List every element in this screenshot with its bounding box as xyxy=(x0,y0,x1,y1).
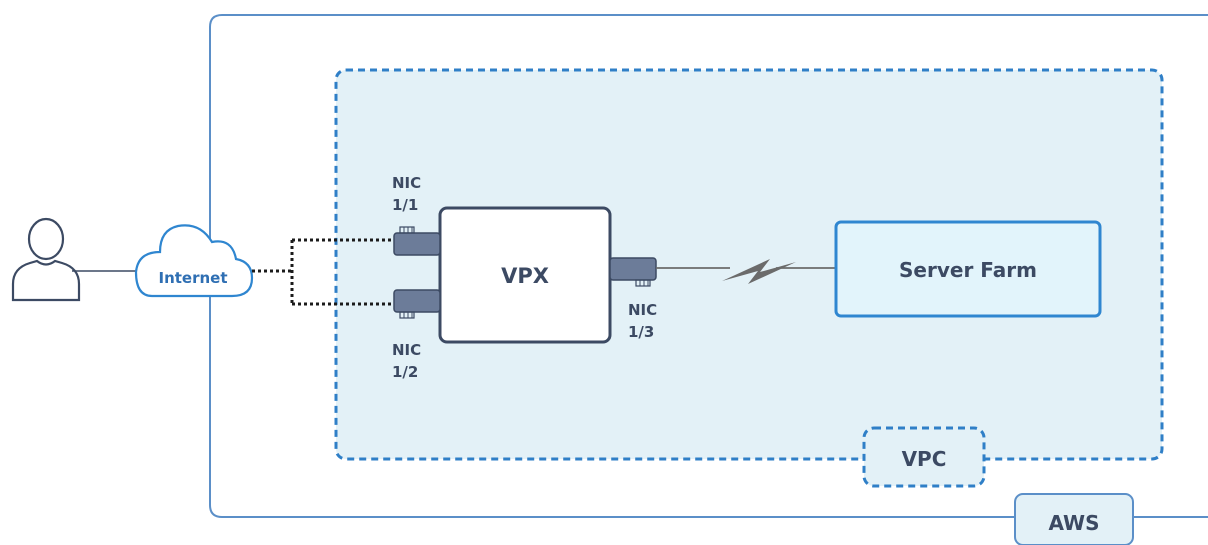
nic-1-1-label-line2: 1/1 xyxy=(392,196,418,214)
nic-1-2-label-line1: NIC xyxy=(392,341,421,359)
server-farm-label: Server Farm xyxy=(899,258,1037,282)
nic-1-1-port xyxy=(393,226,441,256)
nic-1-2-port xyxy=(393,289,441,319)
aws-tag xyxy=(1014,493,1134,545)
internet-cloud xyxy=(134,224,254,298)
internet-label: Internet xyxy=(158,269,227,287)
nic-1-2-label-line2: 1/2 xyxy=(392,363,418,381)
nic-1-3-port xyxy=(609,257,657,287)
aws-label: AWS xyxy=(1048,511,1099,535)
vpx-label: VPX xyxy=(501,264,549,288)
server-farm-node xyxy=(834,220,1102,318)
user-icon xyxy=(11,217,81,302)
nic-1-3-label-line1: NIC xyxy=(628,301,657,319)
vpc-label: VPC xyxy=(902,447,947,471)
lightning-bolt-icon xyxy=(722,259,796,284)
internet-vpx-links xyxy=(252,238,392,306)
cloud-icon xyxy=(134,224,254,298)
vpc-container xyxy=(334,68,1164,461)
nic-1-3-label-line2: 1/3 xyxy=(628,323,654,341)
vpc-tag xyxy=(862,426,986,488)
nic-1-1-label-line1: NIC xyxy=(392,174,421,192)
